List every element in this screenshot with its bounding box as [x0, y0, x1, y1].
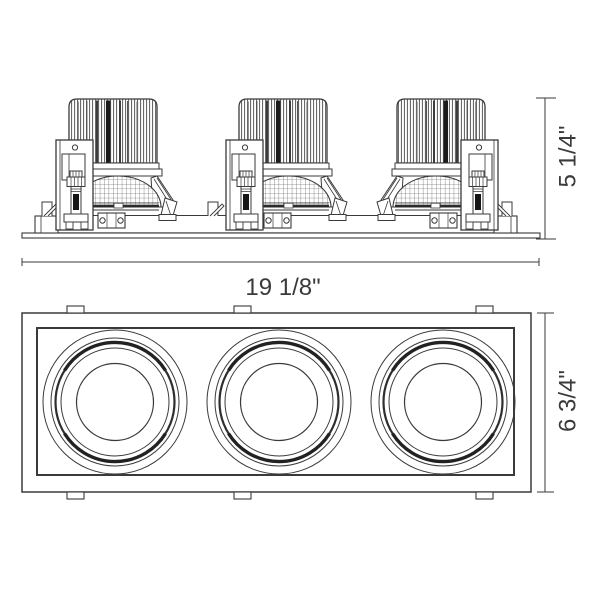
junction-box-1: [97, 212, 126, 229]
dimension-overall-width: 19 1/8": [21, 258, 540, 301]
lamp-module-3: [376, 98, 499, 231]
mounting-tab-top-3: [475, 305, 494, 314]
lamp-module-2: [225, 98, 348, 231]
mounting-tab-top-1: [66, 305, 85, 314]
mounting-tab-top-2: [233, 305, 252, 314]
clip-step-2: [207, 201, 225, 217]
front-view: [21, 305, 532, 500]
overall-width-label: 19 1/8": [245, 274, 320, 301]
mounting-tab-bottom-1: [66, 491, 85, 500]
end-cap-left: [34, 215, 59, 234]
mounting-tab-bottom-2: [233, 491, 252, 500]
front-height-label: 6 3/4": [555, 370, 582, 432]
side-height-label: 5 1/4": [555, 126, 582, 188]
junction-box-2: [263, 212, 292, 229]
dimension-front-height: 6 3/4": [537, 312, 582, 493]
dimension-side-height: 5 1/4": [536, 97, 582, 240]
ceiling-flange: [21, 232, 541, 239]
lamp-module-1: [55, 98, 178, 231]
junction-box-3: [429, 212, 458, 229]
trim-inner-frame: [36, 327, 515, 476]
side-elevation-view: [21, 98, 541, 239]
mounting-tab-bottom-3: [475, 491, 494, 500]
